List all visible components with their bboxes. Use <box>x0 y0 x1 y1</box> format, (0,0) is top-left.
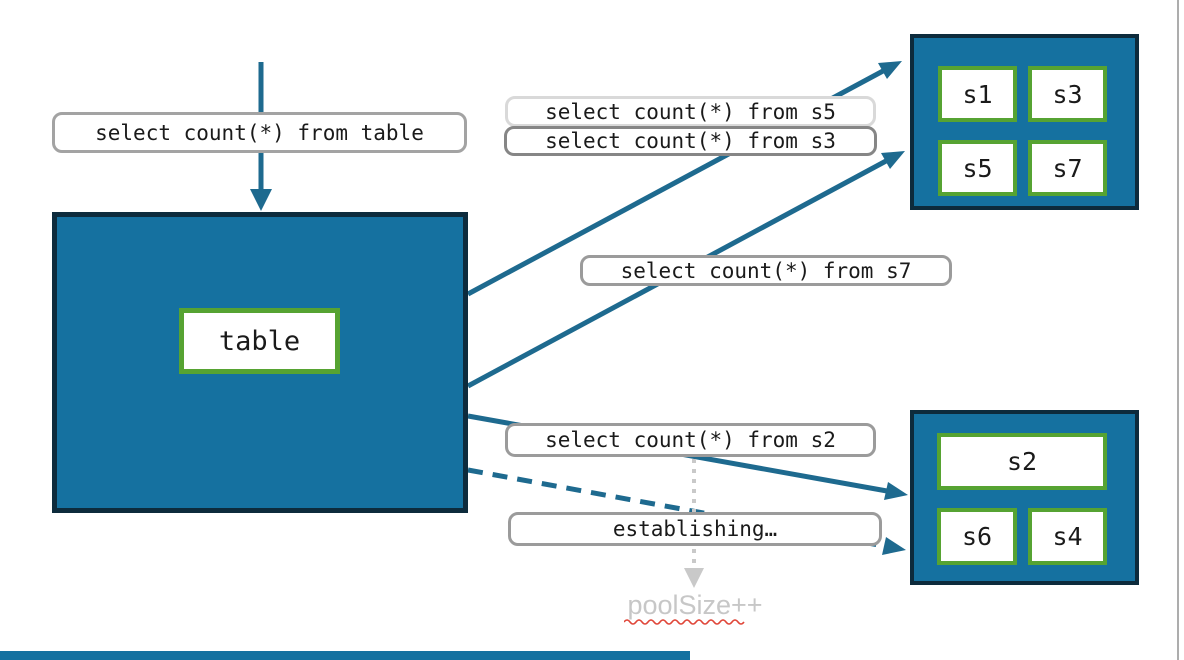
shard-s1-label: s1 <box>962 79 993 109</box>
shard-s4: s4 <box>1028 508 1107 565</box>
slide-edge-line <box>1177 0 1179 660</box>
bottom-accent-bar <box>0 651 690 660</box>
shard-s5: s5 <box>938 140 1017 196</box>
label-query-s2: select count(*) from s2 <box>505 423 876 457</box>
shard-s3: s3 <box>1028 66 1107 122</box>
label-query-s5-text: select count(*) from s5 <box>545 99 836 124</box>
arrow-dotted-poolsize <box>684 459 704 588</box>
table-label: table <box>218 325 301 357</box>
poolsize-text: poolSize++ <box>627 590 763 620</box>
label-establishing-text: establishing… <box>612 517 778 541</box>
label-query-s2-text: select count(*) from s2 <box>545 428 836 452</box>
label-establishing: establishing… <box>508 512 882 546</box>
shard-s4-label: s4 <box>1052 522 1083 551</box>
shard-s7-label: s7 <box>1052 153 1083 183</box>
shard-s1: s1 <box>938 66 1017 122</box>
shard-s2: s2 <box>937 433 1107 490</box>
shard-s7: s7 <box>1028 140 1107 196</box>
label-query-s3: select count(*) from s3 <box>504 126 877 156</box>
red-squiggle-underline <box>624 619 745 625</box>
label-query-s7-text: select count(*) from s7 <box>620 258 912 283</box>
table-box: table <box>179 308 340 374</box>
shard-s6: s6 <box>937 508 1017 565</box>
label-query-s3-text: select count(*) from s3 <box>545 129 836 153</box>
label-query-table: select count(*) from table <box>52 112 467 153</box>
shard-s6-label: s6 <box>961 522 993 551</box>
shard-s5-label: s5 <box>962 153 993 183</box>
label-query-s5: select count(*) from s5 <box>505 96 876 127</box>
shard-s2-label: s2 <box>1006 447 1038 476</box>
label-query-s7: select count(*) from s7 <box>580 255 952 286</box>
shard-s3-label: s3 <box>1052 79 1083 109</box>
label-query-table-text: select count(*) from table <box>95 120 424 145</box>
